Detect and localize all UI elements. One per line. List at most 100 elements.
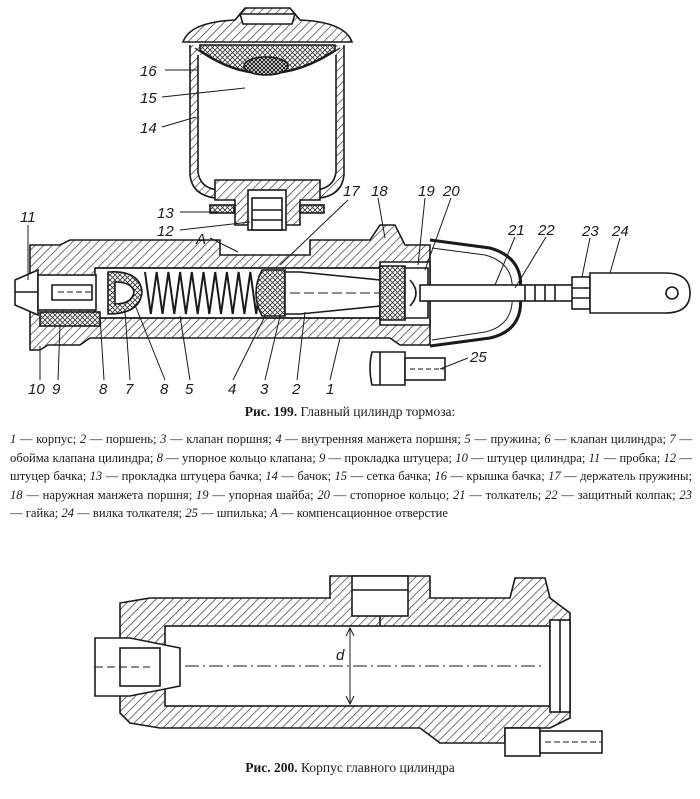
legend-key: 19 bbox=[195, 487, 209, 502]
legend-key: 18 bbox=[10, 487, 23, 502]
legend-item: 13 — прокладка штуцера бачка; bbox=[89, 469, 266, 484]
legend-text: крышка бачка bbox=[466, 469, 542, 484]
outer-cup-18 bbox=[379, 265, 429, 321]
legend-key: 22 bbox=[544, 487, 558, 502]
legend-item: 21 — толкатель; bbox=[452, 487, 545, 502]
legend-key: 17 bbox=[548, 469, 561, 484]
legend-item: 25 — шпилька; bbox=[185, 506, 271, 521]
callout-23: 23 bbox=[581, 223, 599, 240]
legend-item: 14 — бачок; bbox=[265, 469, 335, 484]
legend-text: наружная манжета поршня bbox=[42, 487, 189, 502]
callout-10: 10 bbox=[28, 381, 45, 398]
legend-text: упорная шайба bbox=[228, 487, 311, 502]
legend-text: обойма клапана цилиндра bbox=[10, 450, 150, 465]
figure-200-caption: Рис. 200. Корпус главного цилиндра bbox=[0, 760, 700, 776]
legend-text: штуцер цилиндра bbox=[487, 450, 582, 465]
callout-21: 21 bbox=[507, 222, 525, 239]
legend-text: компенсационное отверстие bbox=[296, 506, 448, 521]
legend-text: внутренняя манжета поршня bbox=[301, 432, 458, 446]
legend-item: 11 — пробка; bbox=[588, 450, 664, 465]
legend-text: упорное кольцо клапана bbox=[182, 450, 313, 465]
callout-2: 2 bbox=[291, 381, 301, 398]
legend-item: 19 — упорная шайба; bbox=[195, 487, 318, 502]
legend-item: 4 — внутренняя манжета поршня; bbox=[275, 432, 465, 446]
callout-1: 1 bbox=[326, 381, 334, 398]
legend-item: 22 — защитный колпак; bbox=[544, 487, 680, 502]
reservoir-screen-15 bbox=[243, 56, 289, 76]
legend-text: вилка толкателя bbox=[92, 506, 179, 521]
legend-text: клапан поршня bbox=[186, 432, 269, 446]
callout-12: 12 bbox=[157, 223, 174, 240]
legend-key: 12 bbox=[663, 450, 677, 465]
legend-key: 4 bbox=[275, 432, 282, 446]
callout-20: 20 bbox=[442, 183, 460, 200]
figure-200-caption-text: Корпус главного цилиндра bbox=[301, 760, 455, 775]
legend-item: A — компенсационное отверстие bbox=[270, 506, 448, 521]
legend-key: 25 bbox=[185, 506, 198, 521]
stud-25 bbox=[369, 351, 446, 386]
legend-text: сетка бачка bbox=[366, 469, 428, 484]
legend-text: защитный колпак bbox=[577, 487, 673, 502]
callout-17: 17 bbox=[343, 183, 360, 200]
figure-199-caption: Рис. 199. Главный цилиндр тормоза: bbox=[0, 404, 700, 420]
legend-key: 23 bbox=[679, 487, 692, 502]
legend-key: 9 bbox=[318, 450, 326, 465]
callout-labels: 16 15 14 13 12 A 17 18 19 20 21 22 23 24… bbox=[20, 63, 629, 398]
reservoir-fitting-12 bbox=[209, 179, 325, 231]
callout-A: A bbox=[195, 231, 206, 248]
nut-23 bbox=[571, 276, 591, 310]
legend-item: 16 — крышка бачка; bbox=[434, 469, 549, 484]
legend-item: 15 — сетка бачка; bbox=[334, 469, 435, 484]
legend-item: 12 — штуцер бачка; bbox=[10, 450, 692, 484]
legend-key: 6 bbox=[544, 432, 551, 446]
callout-16: 16 bbox=[140, 63, 157, 80]
legend-key: 15 bbox=[334, 469, 348, 484]
legend-item: 23 — гайка; bbox=[10, 487, 692, 521]
callout-15: 15 bbox=[140, 90, 157, 107]
callout-9: 9 bbox=[52, 381, 61, 398]
callout-14: 14 bbox=[140, 120, 157, 137]
legend-text: поршень bbox=[105, 432, 154, 446]
legend-item: 3 — клапан поршня; bbox=[160, 432, 276, 446]
legend-text: пробка bbox=[619, 450, 657, 465]
callout-25: 25 bbox=[469, 349, 487, 366]
legend-key: 20 bbox=[317, 487, 330, 502]
legend-item: 7 — обойма клапана цилиндра; bbox=[10, 432, 693, 465]
legend-key: 8 bbox=[156, 450, 163, 465]
legend-text: прокладка штуцера бачка bbox=[121, 469, 259, 484]
legend-key: 2 bbox=[79, 432, 87, 446]
legend-key: A bbox=[270, 506, 278, 521]
legend-item: 24 — вилка толкателя; bbox=[61, 506, 186, 521]
legend-text: стопорное кольцо bbox=[349, 487, 446, 502]
reservoir-14 bbox=[189, 45, 345, 199]
leader-lines bbox=[27, 69, 621, 381]
legend-key: 3 bbox=[160, 432, 167, 446]
piston-cup-4 bbox=[255, 269, 286, 317]
legend-item: 6 — клапан цилиндра; bbox=[544, 432, 670, 446]
piston-2 bbox=[284, 271, 381, 315]
legend-item: 1 — корпус; bbox=[10, 432, 80, 446]
legend-text: корпус bbox=[36, 432, 73, 446]
legend-item: 10 — штуцер цилиндра; bbox=[455, 450, 589, 465]
callout-13: 13 bbox=[157, 205, 174, 222]
pushrod-21 bbox=[419, 284, 581, 302]
legend-text: толкатель bbox=[485, 487, 538, 502]
cylinder-housing bbox=[94, 575, 603, 757]
legend-text: гайка bbox=[25, 506, 55, 521]
callout-24: 24 bbox=[611, 223, 629, 240]
legend-text: прокладка штуцера bbox=[344, 450, 449, 465]
callout-3: 3 bbox=[260, 381, 269, 398]
callout-4: 4 bbox=[228, 381, 236, 398]
legend-text: пружина bbox=[490, 432, 538, 446]
legend-text: штуцер бачка bbox=[10, 469, 83, 484]
legend-item: 9 — прокладка штуцера; bbox=[318, 450, 456, 465]
legend-key: 7 bbox=[669, 432, 676, 446]
legend-item: 8 — упорное кольцо клапана; bbox=[156, 450, 319, 465]
legend-text: бачок bbox=[297, 469, 328, 484]
callout-11: 11 bbox=[20, 209, 36, 226]
figure-200-drawing: d bbox=[94, 575, 603, 757]
cylinder-valve-6 bbox=[107, 271, 143, 315]
legend-key: 16 bbox=[434, 469, 448, 484]
figure-199-legend: 1 — корпус; 2 — поршень; 3 — клапан порш… bbox=[10, 430, 692, 523]
figure-199-caption-text: Главный цилиндр тормоза: bbox=[300, 404, 456, 419]
